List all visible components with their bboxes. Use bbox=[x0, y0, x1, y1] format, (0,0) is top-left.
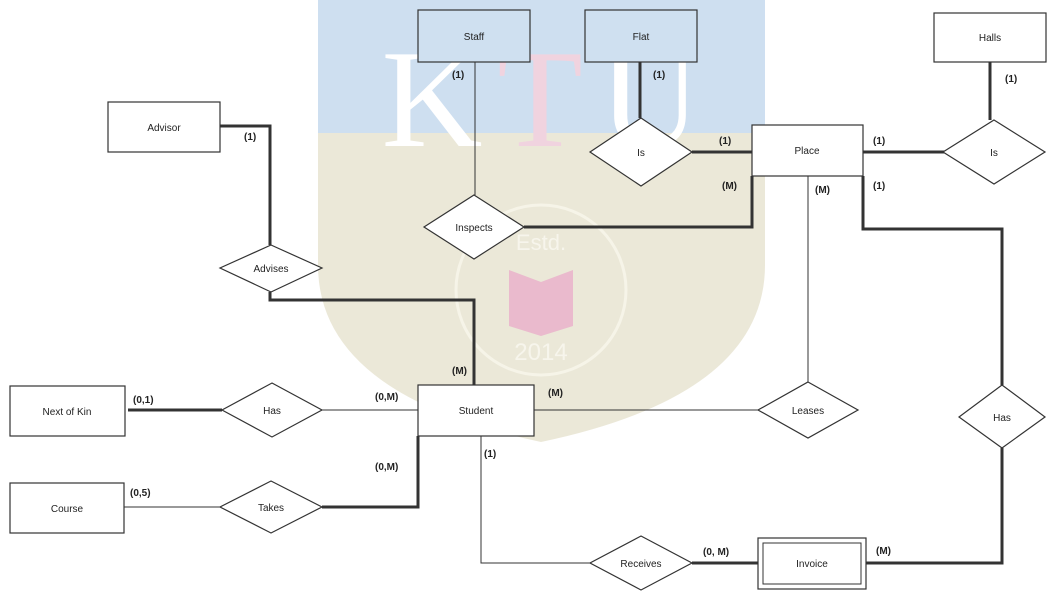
cardinality-staff-inspects: (1) bbox=[452, 70, 464, 81]
relationship-leases-label: Leases bbox=[792, 406, 824, 417]
cardinality-place-halls-is: (1) bbox=[873, 136, 885, 147]
entity-staff-label: Staff bbox=[464, 32, 485, 43]
watermark-established: Estd. bbox=[516, 230, 566, 255]
relationship-place-has-label: Has bbox=[993, 413, 1011, 424]
cardinality-student-takes: (0,M) bbox=[375, 462, 398, 473]
cardinality-student-advises: (M) bbox=[452, 366, 467, 377]
cardinality-nok-has: (0,1) bbox=[133, 395, 154, 406]
relationship-advises-label: Advises bbox=[253, 264, 288, 275]
entity-halls-label: Halls bbox=[979, 33, 1001, 44]
watermark-circle bbox=[454, 203, 628, 377]
entity-advisor-label: Advisor bbox=[147, 123, 181, 134]
entity-place-label: Place bbox=[794, 146, 819, 157]
relationship-leases[interactable]: Leases bbox=[756, 381, 860, 439]
ktu-watermark: K T U Estd. 2014 bbox=[318, 0, 765, 442]
relationship-place-has[interactable]: Has bbox=[957, 384, 1047, 449]
relationship-has-kin-label: Has bbox=[263, 406, 281, 417]
relationship-has-kin[interactable]: Has bbox=[220, 382, 324, 438]
entity-halls[interactable]: Halls bbox=[933, 12, 1047, 63]
relationship-halls-is-label: Is bbox=[990, 148, 998, 159]
cardinality-place-has: (1) bbox=[873, 181, 885, 192]
entity-invoice-label: Invoice bbox=[796, 559, 828, 570]
relationship-takes[interactable]: Takes bbox=[218, 480, 324, 534]
line-place-has bbox=[861, 176, 1004, 385]
entities: Staff Flat Halls Advisor Place Next of K… bbox=[9, 9, 1047, 590]
connections bbox=[124, 62, 1004, 565]
entity-flat-label: Flat bbox=[633, 32, 650, 43]
entity-place[interactable]: Place bbox=[751, 124, 864, 177]
cardinality-invoice-receives: (0, M) bbox=[703, 547, 729, 558]
relationship-receives-label: Receives bbox=[620, 559, 661, 570]
cardinality-labels: (1) (1) (1) (1) (1) (1) (M) (M) (1) (M) … bbox=[130, 70, 1017, 558]
cardinality-student-has: (0,M) bbox=[375, 392, 398, 403]
relationship-flat-is[interactable]: Is bbox=[588, 117, 694, 187]
line-advisor-advises bbox=[220, 124, 272, 245]
entity-invoice-weak[interactable]: Invoice bbox=[757, 537, 867, 590]
entity-advisor[interactable]: Advisor bbox=[107, 101, 221, 153]
relationship-inspects-label: Inspects bbox=[455, 223, 492, 234]
cardinality-place-flat-is: (1) bbox=[719, 136, 731, 147]
relationship-receives[interactable]: Receives bbox=[588, 535, 694, 591]
relationship-takes-label: Takes bbox=[258, 503, 284, 514]
book-icon bbox=[509, 270, 573, 336]
watermark-year: 2014 bbox=[514, 339, 567, 366]
cardinality-student-receives: (1) bbox=[484, 449, 496, 460]
cardinality-halls-is: (1) bbox=[1005, 74, 1017, 85]
cardinality-place-inspects: (M) bbox=[722, 181, 737, 192]
cardinality-place-leases: (M) bbox=[815, 185, 830, 196]
entity-staff[interactable]: Staff bbox=[417, 9, 531, 63]
line-invoice-has bbox=[866, 448, 1004, 565]
line-advises-student bbox=[268, 292, 476, 385]
relationship-flat-is-label: Is bbox=[637, 148, 645, 159]
line-student-receives bbox=[480, 436, 590, 564]
line-takes-student bbox=[322, 436, 420, 509]
relationship-advises[interactable]: Advises bbox=[218, 244, 324, 293]
entity-student-label: Student bbox=[459, 406, 494, 417]
cardinality-course-takes: (0,5) bbox=[130, 488, 151, 499]
cardinality-advisor-advises: (1) bbox=[244, 132, 256, 143]
entity-course[interactable]: Course bbox=[9, 482, 125, 534]
entity-student[interactable]: Student bbox=[417, 384, 535, 437]
entity-flat[interactable]: Flat bbox=[584, 9, 698, 63]
cardinality-student-leases: (M) bbox=[548, 388, 563, 399]
cardinality-invoice-has: (M) bbox=[876, 546, 891, 557]
relationship-halls-is[interactable]: Is bbox=[941, 119, 1047, 185]
entity-next-of-kin[interactable]: Next of Kin bbox=[9, 385, 126, 437]
relationships: Is Is Inspects Advises Has Leases Has T bbox=[218, 117, 1047, 591]
relationship-inspects[interactable]: Inspects bbox=[422, 194, 526, 260]
entity-course-label: Course bbox=[51, 504, 84, 515]
cardinality-flat-is: (1) bbox=[653, 70, 665, 81]
line-inspects-place bbox=[524, 176, 754, 229]
entity-next-of-kin-label: Next of Kin bbox=[43, 407, 92, 418]
